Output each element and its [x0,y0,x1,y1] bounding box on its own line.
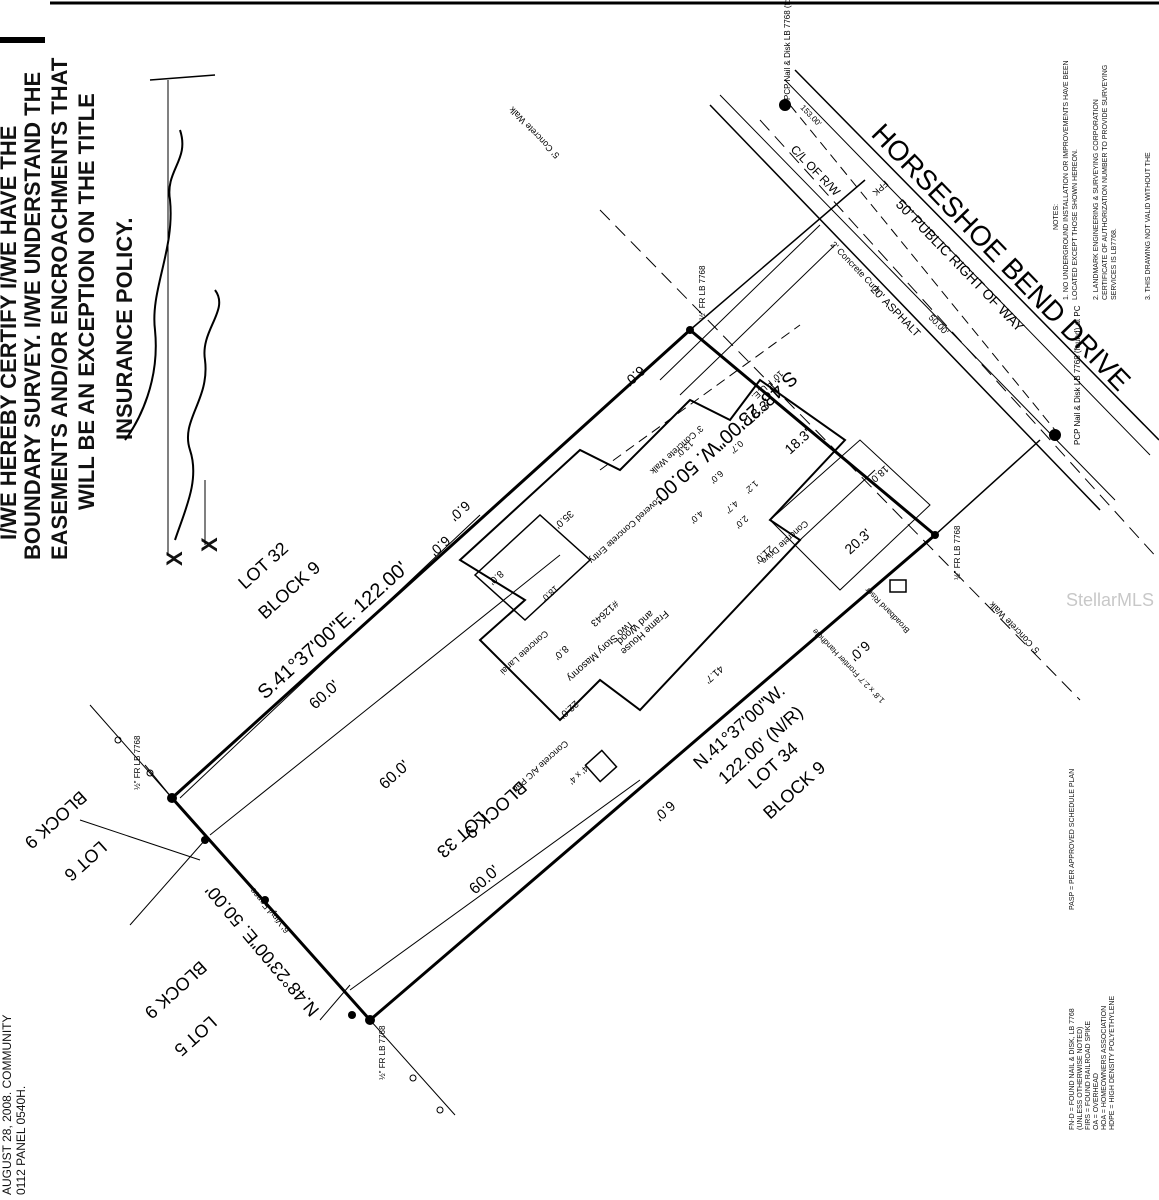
setback-line-n [179,514,481,799]
pcp-north [779,99,791,111]
monuments [167,99,1061,1025]
dim-22: 22.0' [557,698,580,721]
bearing-front: S.48°23'00"W. 50.00' [647,366,801,508]
lot6-line [79,819,201,861]
lot5-line [319,984,351,1021]
walk-line-2 [679,244,836,396]
dim-6: 6.0' [708,469,725,486]
setback-7: 6.0' [847,638,874,665]
fence-mark-4 [436,1106,444,1114]
handhole-label: 1.8' x 2.7' Frontier Handhole [810,626,886,705]
dim-8a: 8.0' [486,568,505,587]
pcp-n-label: PCP Nail & Disk LB 7768 (found) at PC [783,0,792,100]
road-curb: 2' Concrete Curb [829,239,883,295]
dim-8b: 8.0' [551,643,570,662]
setback-1: 60.0' [306,677,343,713]
lanai-label: Concrete Lanai [498,629,550,677]
fence-marks [114,736,444,1114]
ac-label: Concrete A/C Pad [510,739,570,795]
lot5-label: LOT 5 [170,1012,220,1060]
driveway [769,439,931,591]
fence-mark-1 [114,736,122,744]
signature-2 [174,289,221,541]
watermark: StellarMLS [1066,590,1155,610]
pcp-south [1049,429,1061,441]
lot6-line-2 [129,839,206,926]
dim-12: 1.2' [743,479,760,496]
entry-label: Covered Concrete Entry [587,494,666,566]
road-name: HORSESHOE BEND DRIVE [866,118,1137,397]
setback-line-s [349,779,641,991]
pcp-s-label: PCP Nail & Disk LB 7768 (found) at PC [1073,305,1082,445]
lot-line-ext-2 [369,1019,456,1116]
front-ext-2 [934,439,1041,536]
road-edge-1 [709,104,1101,511]
walk-line-1 [659,224,821,381]
dim-2: 2.0' [733,514,750,531]
monument-nw [167,793,177,803]
fpk-label: FPK [871,179,891,198]
lot6-label: LOT 6 [60,837,110,885]
monument-sw [365,1015,375,1025]
ac-dim: 4' x 4' [566,764,590,787]
dim-41: 41.7' [702,663,725,686]
setback-4: 6.0' [427,533,454,560]
road-walk-s: 5' Concrete Walk [987,599,1042,655]
house-outline [458,378,847,722]
fr-nw: ½" FR LB 7768 [133,735,142,790]
front-ext-1 [689,179,866,331]
road-edge-2 [719,94,1116,501]
pue-line [599,324,801,471]
road-cl: C/L OF R/W [788,142,844,199]
monument-se [931,531,939,539]
dim-35: 35.0' [552,508,575,531]
drive-inner [799,469,876,541]
setback-5: 6.0' [447,498,474,525]
fence-post-1 [201,836,209,844]
road-edge-4 [784,79,1151,456]
road-edge-3 [794,69,1159,441]
fence-post-2 [261,896,269,904]
signature-line-1 [149,74,216,81]
pc-line [789,104,1056,431]
dim-203: 20.3' [841,525,874,557]
setback-line-mid [209,554,561,836]
fence-post-3 [348,1011,356,1019]
lot5-block: BLOCK 9 [141,957,211,1023]
lot-line-ext-1 [89,704,173,799]
dim-47: 4.7' [723,499,740,516]
fence-mark-3 [409,1074,417,1082]
fr-ne: ½" FR LB 7768 [698,265,707,320]
house-l4: #12643 [588,598,620,629]
cl-line [759,119,1159,561]
fr-sw: ½" FR LB 7768 [378,1025,387,1080]
fr-se: ½" FR LB 7768 [953,525,962,580]
setback-8: 6.0' [652,798,679,825]
dim-4: 4.0' [688,509,705,526]
road-walk-n: 5' Concrete Walk [507,104,562,160]
lanai-dim: 18.0' [539,584,560,604]
setback-2: 60.0' [376,757,413,793]
setback-6: 6.0' [622,363,649,390]
fence-line [174,799,371,1021]
fence-mark-2 [146,769,154,777]
signature-1 [124,129,184,441]
ac-pad [584,749,618,783]
lanai [473,513,592,622]
monument-ne [686,326,694,334]
drive-label: Concrete Drive [759,519,810,567]
handhole [889,579,907,593]
